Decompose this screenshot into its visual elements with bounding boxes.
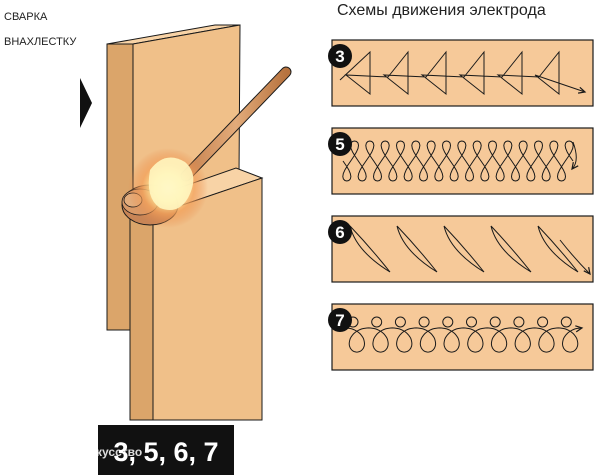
arrow-head-icon	[571, 162, 579, 171]
loop-circle	[560, 316, 572, 328]
watermark: Ремонт как Искусство	[12, 445, 142, 459]
electrode-path-triangle	[339, 50, 586, 96]
caption-background	[98, 425, 234, 475]
label-line-1: СВАРКА	[4, 11, 48, 23]
diagram-title: Схемы движения электрода	[337, 2, 546, 19]
loop-circle	[418, 316, 430, 328]
pattern-panel-5: 5	[328, 127, 594, 195]
pattern-panel-6: 6	[328, 215, 594, 283]
caption-numbers: 3, 5, 6, 7	[113, 437, 218, 467]
pattern-panel-7: 7	[328, 303, 594, 371]
pattern-badge	[328, 132, 352, 156]
loop-circle	[489, 316, 501, 328]
loop-circle	[394, 316, 406, 328]
loop-circle	[537, 316, 549, 328]
arrow-head-icon	[583, 267, 591, 276]
loop-circle	[371, 316, 383, 328]
electrode-path-loop	[344, 327, 583, 353]
direction-arrow-icon	[80, 78, 92, 128]
pattern-number: 5	[335, 135, 344, 154]
pattern-panel-3: 3	[328, 39, 594, 107]
electrode-rod	[180, 66, 292, 182]
pattern-panel-frame	[331, 127, 594, 195]
electrode-path-crescent	[349, 225, 591, 275]
loop-circle	[513, 316, 525, 328]
loop-circle	[442, 316, 454, 328]
welding-arc-glow	[128, 148, 208, 228]
pattern-badge	[328, 220, 352, 244]
pattern-badge	[328, 44, 352, 68]
pattern-badge	[328, 308, 352, 332]
arrow-head-icon	[575, 325, 584, 333]
loop-circle	[466, 316, 477, 328]
pattern-panel-frame	[331, 39, 594, 107]
electrode-path-figure8	[342, 140, 577, 182]
pattern-number: 6	[335, 223, 344, 242]
label-line-2: ВНАХЛЕСТКУ	[4, 36, 77, 48]
pattern-number: 7	[335, 311, 344, 330]
arrow-head-icon	[577, 86, 587, 94]
pattern-panels: 3 5 6 7	[328, 39, 594, 371]
pattern-number: 3	[335, 47, 344, 66]
pattern-panel-frame	[331, 303, 594, 371]
